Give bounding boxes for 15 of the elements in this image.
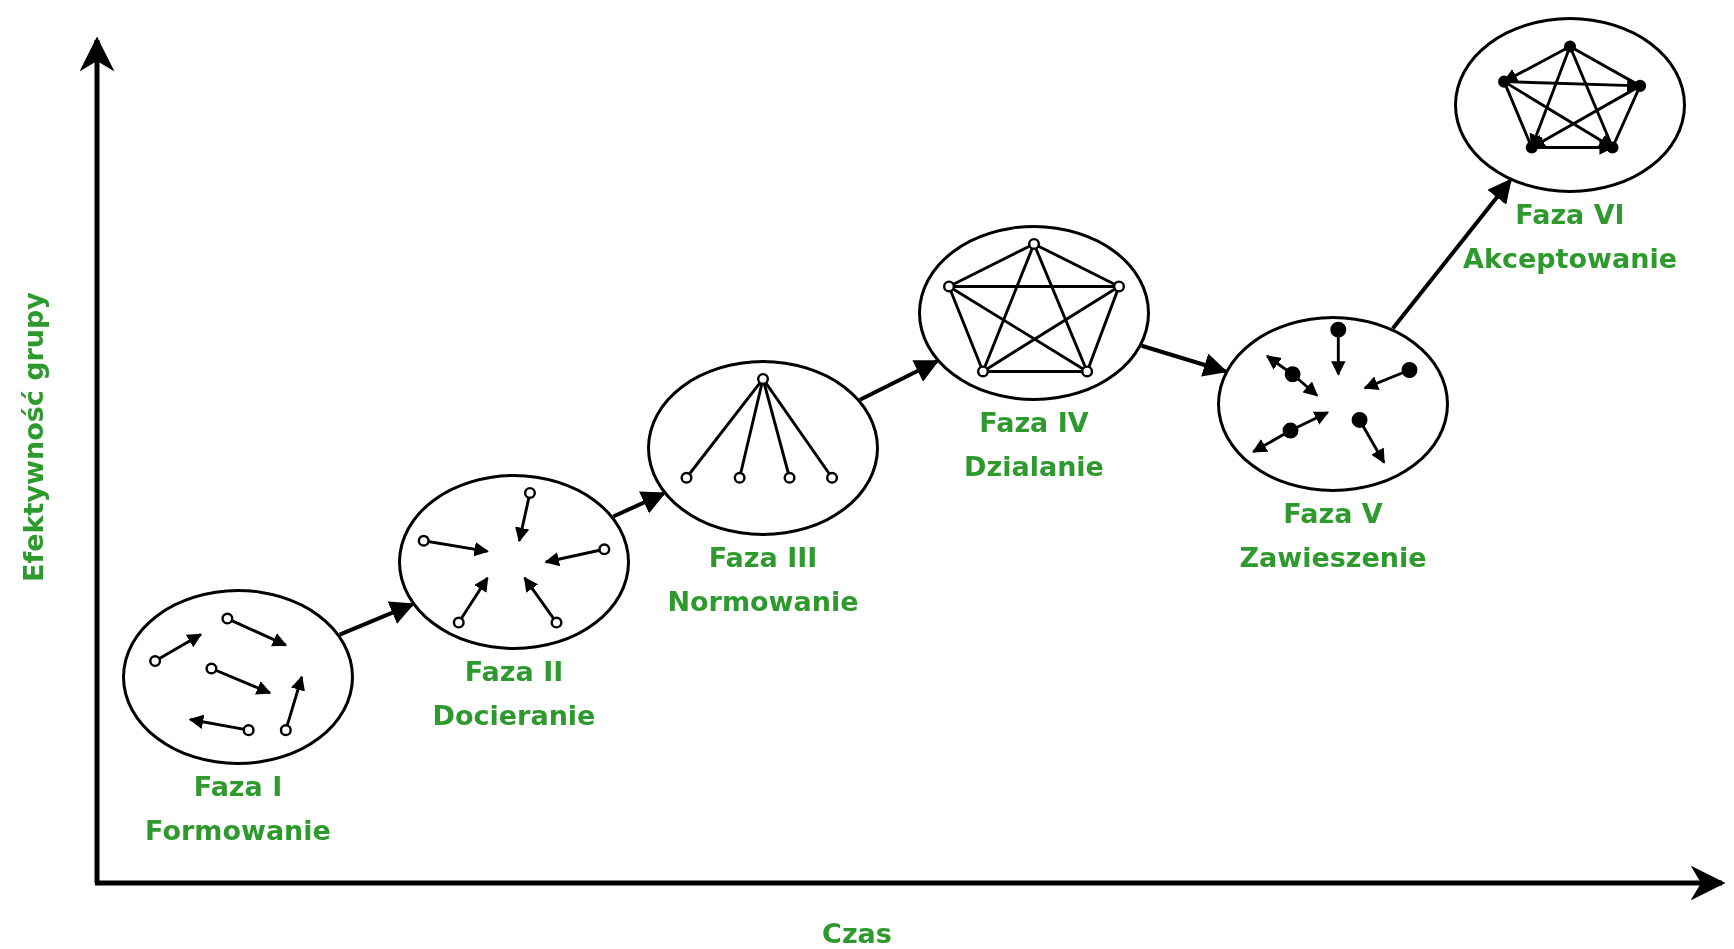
phase-label: Faza V [1283,497,1383,531]
phase-label: Formowanie [145,814,331,848]
phase-label: Zawieszenie [1239,541,1427,575]
phase-label: Normowanie [667,585,859,619]
phase-label: Faza VI [1515,198,1625,232]
x-axis-label: Czas [822,918,892,949]
phase-label: Akceptowanie [1463,242,1677,276]
phase-label: Faza III [708,541,818,575]
phase-label: Faza IV [979,406,1089,440]
y-axis-label: Efektywność grupy [17,292,49,582]
arrow [1391,178,1512,330]
phase-label: Dzialanie [964,450,1104,484]
phase-label: Faza II [464,655,564,689]
phase-label: Faza I [193,770,283,804]
phase-label: Docieranie [432,699,596,733]
